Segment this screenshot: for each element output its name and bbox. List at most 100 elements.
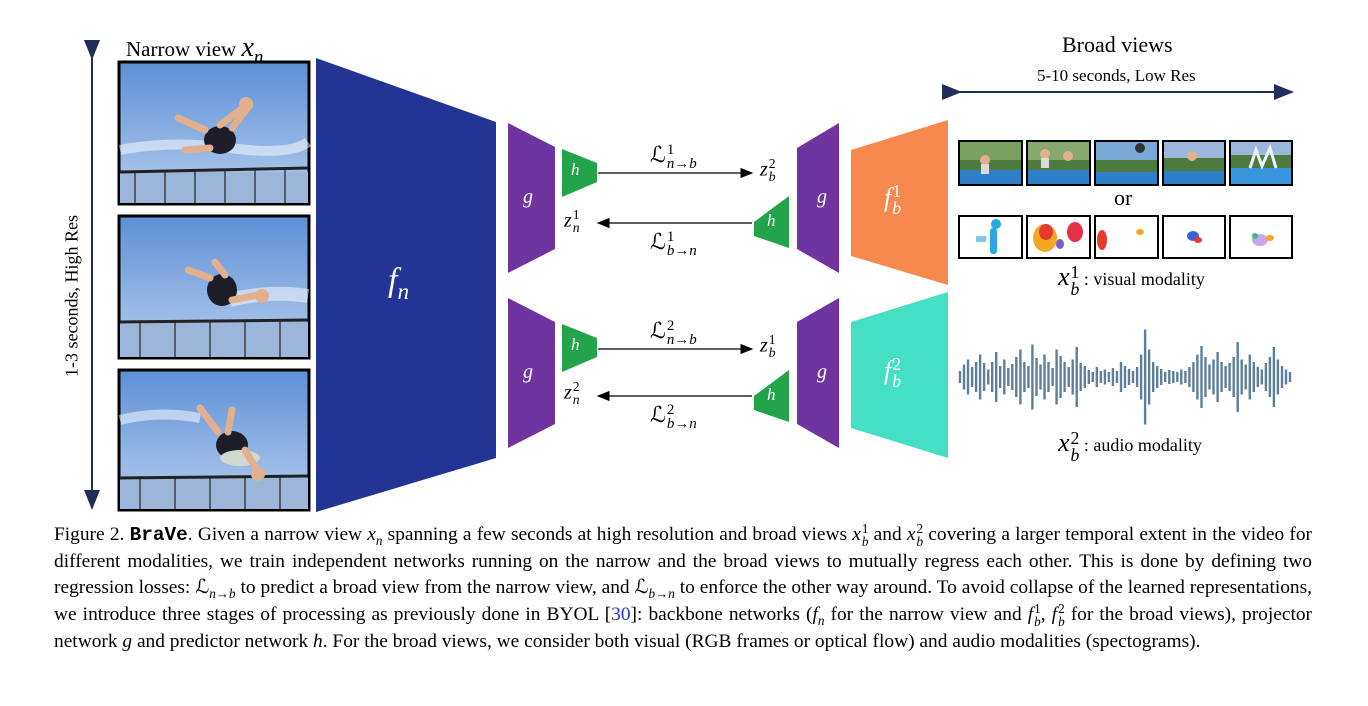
backbone-fb2-block	[851, 292, 948, 458]
rgb-frame-1	[958, 140, 1023, 186]
audio-bar	[1208, 364, 1211, 390]
audio-bar	[1079, 363, 1082, 391]
rgb-frame-3	[1094, 140, 1159, 186]
audio-bar	[1127, 369, 1131, 385]
narrow-frame-2	[117, 214, 311, 360]
audio-bar	[1248, 354, 1251, 400]
audio-bar	[982, 363, 986, 391]
audio-bar	[1264, 363, 1268, 391]
audio-bar	[1236, 342, 1239, 412]
audio-bar	[1184, 371, 1187, 383]
broad-rgb-frames	[958, 140, 1293, 186]
audio-bar	[1119, 362, 1123, 392]
projector-g-broad-top	[797, 123, 839, 273]
audio-bar	[1204, 357, 1207, 397]
diagram-canvas	[84, 40, 1294, 512]
audio-bar	[1288, 372, 1292, 382]
audio-bar	[1071, 359, 1074, 395]
audio-bar	[1059, 356, 1062, 398]
audio-bar	[1284, 369, 1288, 385]
audio-bar	[1220, 362, 1223, 392]
audio-bar	[1075, 347, 1078, 407]
predictor-h-narrow-bottom	[562, 324, 597, 372]
audio-bar	[1260, 369, 1263, 385]
broad-time-label: 5-10 seconds, Low Res	[1037, 66, 1196, 85]
audio-bar	[1200, 346, 1203, 408]
figure-caption: Figure 2. BraVe. Given a narrow view xn …	[54, 521, 1313, 652]
projector-g-label-3: g	[817, 186, 827, 208]
audio-bar	[1023, 362, 1026, 392]
rgb-frame-4	[1162, 140, 1226, 186]
audio-bar	[999, 366, 1002, 388]
backbone-fn-label: fn	[388, 262, 410, 306]
audio-bar	[1228, 363, 1231, 391]
audio-bar	[1139, 354, 1143, 400]
audio-bar	[1063, 362, 1066, 392]
audio-bar	[1268, 357, 1272, 397]
audio-bar	[1176, 372, 1179, 382]
audio-bar	[978, 354, 982, 400]
audio-bar	[991, 362, 994, 392]
audio-bar	[962, 364, 966, 390]
audio-bar	[1135, 367, 1139, 387]
audio-bar	[1035, 358, 1038, 396]
audio-bar	[1031, 344, 1034, 410]
audio-bar	[1180, 369, 1183, 385]
audio-bar	[1244, 364, 1247, 390]
audio-bar	[1224, 366, 1227, 388]
audio-bar	[1280, 366, 1284, 388]
audio-bar	[1007, 368, 1010, 386]
citation-link[interactable]: 30	[611, 604, 631, 625]
projector-g-narrow-top	[508, 123, 555, 273]
audio-bar	[1147, 349, 1151, 405]
rgb-frame-5	[1229, 140, 1293, 186]
flow-frame-2	[1026, 215, 1091, 259]
audio-bar	[1240, 359, 1243, 395]
caption-brave-title: BraVe	[129, 524, 188, 546]
audio-bar	[1051, 368, 1054, 386]
projector-g-narrow-bottom	[508, 298, 555, 448]
audio-bar	[1256, 367, 1259, 387]
audio-bar	[970, 367, 974, 387]
audio-bar	[974, 362, 978, 392]
projector-g-label-4: g	[817, 361, 827, 383]
audio-bar	[1103, 369, 1107, 385]
predictor-h-broad-bottom	[754, 370, 789, 422]
narrow-view-title: Narrow view xn	[126, 32, 264, 68]
audio-bar	[1272, 347, 1276, 407]
audio-bar	[1196, 354, 1199, 400]
broad-flow-frames	[958, 215, 1293, 259]
brave-architecture-diagram: Narrow view xn 1-3 seconds, High Res fn …	[61, 32, 1294, 512]
audio-bar	[1252, 362, 1255, 392]
projector-g-broad-bottom	[797, 298, 839, 448]
audio-bar	[1123, 366, 1127, 388]
audio-bar	[1027, 366, 1030, 388]
audio-bar	[995, 352, 998, 402]
backbone-fb1-block	[851, 120, 948, 285]
audio-bar	[1055, 349, 1058, 405]
audio-bar	[1043, 354, 1046, 400]
audio-bar	[1083, 366, 1086, 388]
audio-bar	[1172, 371, 1175, 383]
projector-g-label-1: g	[523, 186, 533, 208]
audio-bar	[1276, 359, 1280, 395]
audio-bar	[1011, 364, 1014, 390]
audio-bar	[1216, 352, 1219, 402]
audio-bar	[1067, 367, 1070, 387]
audio-bar	[1188, 367, 1191, 387]
audio-bar	[1087, 370, 1090, 384]
audio-bar	[987, 369, 990, 385]
audio-bar	[1039, 364, 1042, 390]
predictor-h-narrow-top	[562, 149, 597, 197]
audio-bar	[1152, 362, 1155, 392]
broad-views-title: Broad views	[1062, 32, 1173, 57]
projector-g-label-2: g	[523, 361, 533, 383]
narrow-time-label: 1-3 seconds, High Res	[61, 215, 82, 377]
